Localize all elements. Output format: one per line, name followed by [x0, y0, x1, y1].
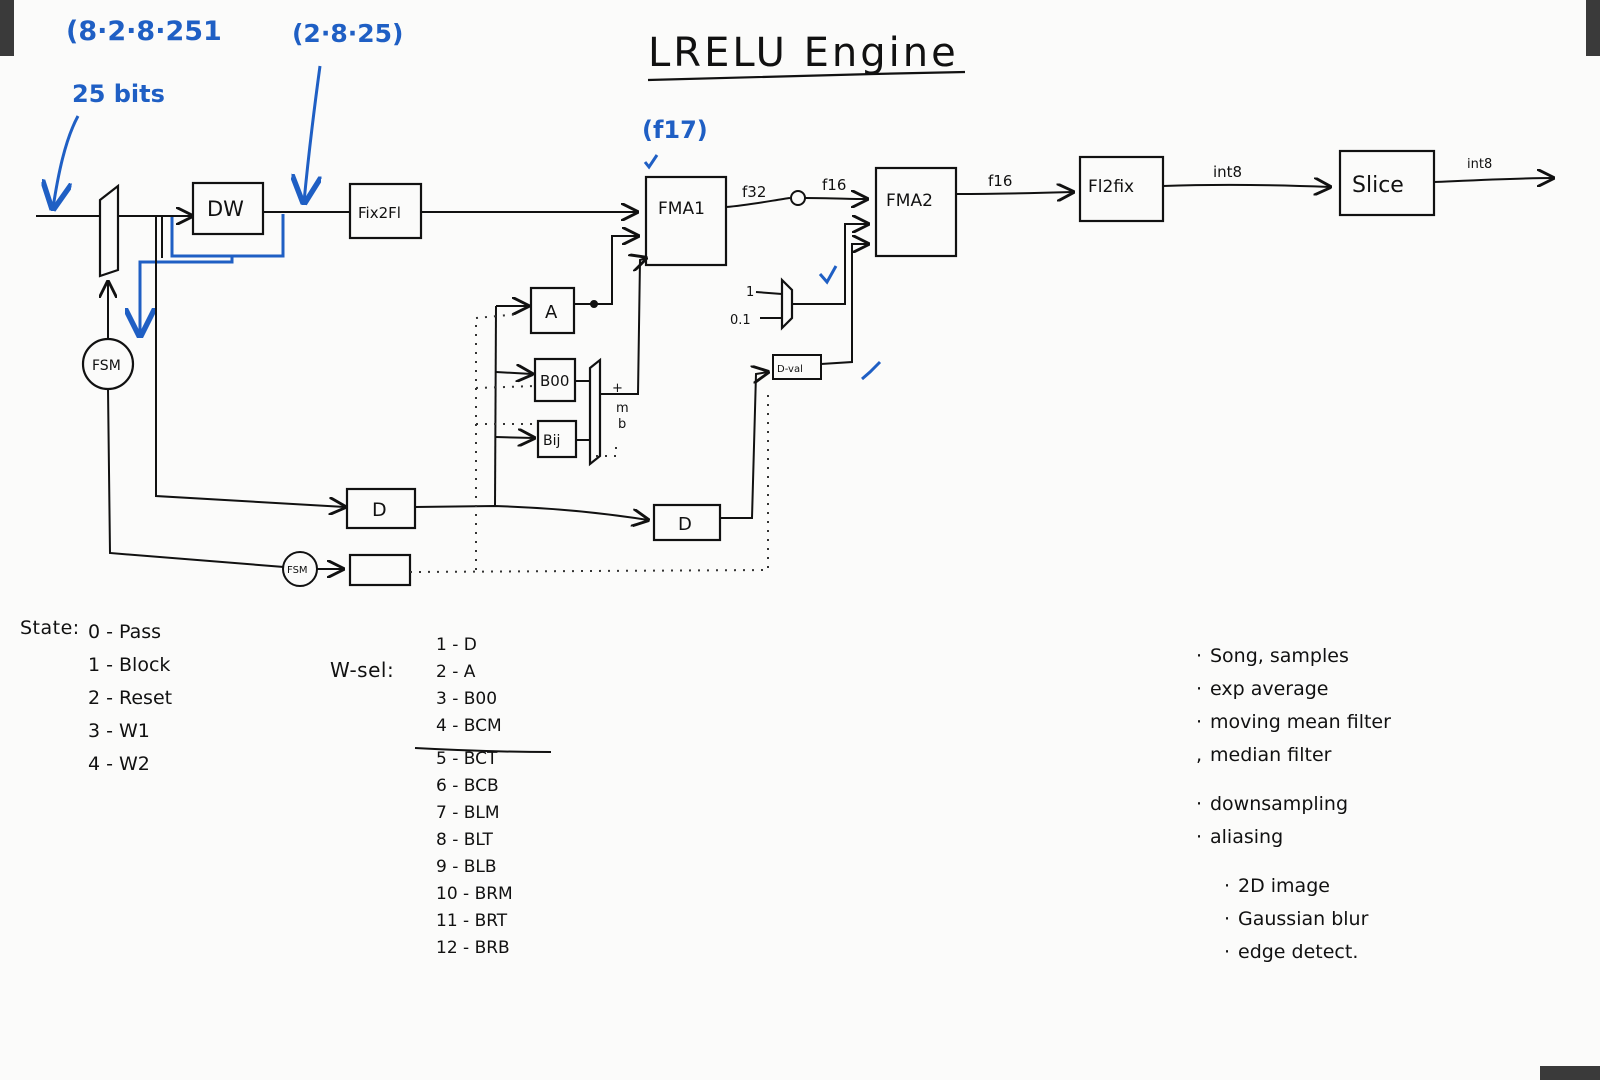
wire-fma2-fl2fix	[956, 192, 1073, 194]
block-register	[350, 555, 410, 585]
signal-int8-b: int8	[1467, 157, 1492, 172]
signal-mux-point1: 0.1	[730, 313, 751, 328]
wsel-item: 9 - BLB	[436, 854, 513, 881]
signal-mux-b: b	[618, 417, 626, 432]
wire-bus-b00	[496, 372, 532, 374]
bij-label: Bij	[543, 433, 560, 449]
note-item: ·2D image	[1224, 870, 1391, 903]
note-item: ,median filter	[1196, 739, 1391, 772]
note-item: ·exp average	[1196, 673, 1391, 706]
wsel-list: 1 - D 2 - A 3 - B00 4 - BCM 5 - BCT 6 - …	[436, 632, 513, 962]
wsel-item: 4 - BCM	[436, 713, 513, 740]
notes-list: ·Song, samples ·exp average ·moving mean…	[1196, 640, 1391, 969]
annotation-format-fma1: (f17)	[642, 116, 708, 144]
wsel-item: 5 - BCT	[436, 746, 513, 773]
block-fma2	[876, 168, 956, 256]
b-mux	[590, 360, 600, 464]
b00-label: B00	[540, 372, 569, 390]
wire-d1-d2	[415, 506, 648, 520]
wire-bmux-fma1	[600, 258, 646, 394]
wire-fsm-down	[108, 389, 284, 567]
signal-mux-one: 1	[746, 285, 754, 300]
fma1-label: FMA1	[658, 199, 705, 219]
wsel-item: 2 - A	[436, 659, 513, 686]
note-item: ·edge detect.	[1224, 936, 1391, 969]
wsel-item: 10 - BRM	[436, 881, 513, 908]
blue-check-dval	[862, 362, 880, 379]
note-item: ·aliasing	[1196, 821, 1391, 854]
wire-cmux-fma2	[792, 224, 868, 304]
input-demux	[100, 186, 118, 276]
wire-conv-fma2	[805, 198, 867, 199]
wsel-item: 3 - B00	[436, 686, 513, 713]
fsm-small-label: FSM	[287, 565, 308, 576]
page-title: LRELU Engine	[648, 30, 959, 76]
dotted-ctrl-2	[476, 314, 520, 570]
note-item: ·downsampling	[1196, 788, 1391, 821]
note-item: ·moving mean filter	[1196, 706, 1391, 739]
state-item: 4 - W2	[88, 748, 172, 781]
wire-output	[1434, 178, 1553, 182]
state-item: 3 - W1	[88, 715, 172, 748]
fsm-main-label: FSM	[92, 358, 121, 374]
note-item: ·Song, samples	[1196, 640, 1391, 673]
wire-bus-bij	[496, 437, 534, 438]
dval-label: D-val	[777, 364, 803, 375]
wsel-item: 12 - BRB	[436, 935, 513, 962]
wire-bus-up	[495, 306, 496, 506]
signal-mux-m: m	[616, 401, 629, 416]
blue-check-fma1	[645, 155, 657, 167]
fix2fl-label: Fix2Fl	[358, 204, 401, 222]
d2-label: D	[678, 514, 692, 535]
annotation-bits: 25 bits	[72, 80, 165, 108]
signal-f16-a: f16	[822, 176, 846, 194]
annotation-format-in: (8·2·8·251	[66, 16, 222, 47]
wsel-label: W-sel:	[330, 658, 394, 682]
signal-f16-b: f16	[988, 172, 1012, 190]
wsel-item: 6 - BCB	[436, 773, 513, 800]
state-label: State:	[20, 617, 80, 639]
blue-to-fsm	[140, 256, 232, 335]
a-label: A	[545, 302, 558, 323]
fma2-label: FMA2	[886, 191, 933, 211]
wsel-item: 1 - D	[436, 632, 513, 659]
wsel-item: 8 - BLT	[436, 827, 513, 854]
blue-check-mux	[820, 266, 836, 282]
state-list: 0 - Pass 1 - Block 2 - Reset 3 - W1 4 - …	[88, 616, 172, 781]
wsel-item: 11 - BRT	[436, 908, 513, 935]
dw-label: DW	[207, 197, 244, 221]
f32-to-f16-converter	[791, 191, 805, 205]
signal-mux-plus: +	[612, 381, 623, 396]
note-item: ·Gaussian blur	[1224, 903, 1391, 936]
wire-a-fma1	[574, 236, 638, 304]
state-item: 2 - Reset	[88, 682, 172, 715]
wire-d2-dval	[720, 372, 768, 518]
block-fma1	[646, 177, 726, 265]
state-item: 1 - Block	[88, 649, 172, 682]
slice-label: Slice	[1352, 173, 1404, 198]
fl2fix-label: Fl2fix	[1088, 177, 1134, 197]
signal-f32: f32	[742, 183, 766, 201]
state-item: 0 - Pass	[88, 616, 172, 649]
wire-demux-down	[156, 216, 345, 507]
blue-arrow-input	[53, 116, 78, 208]
blue-arrow-dw	[304, 66, 320, 202]
annotation-format-dw: (2·8·25)	[292, 19, 403, 48]
d1-label: D	[372, 499, 387, 521]
wire-fl2fix-slice	[1163, 185, 1330, 187]
const-mux	[782, 280, 792, 328]
dotted-ctrl-3	[476, 386, 534, 388]
signal-int8-a: int8	[1213, 163, 1242, 181]
wsel-item: 7 - BLM	[436, 800, 513, 827]
